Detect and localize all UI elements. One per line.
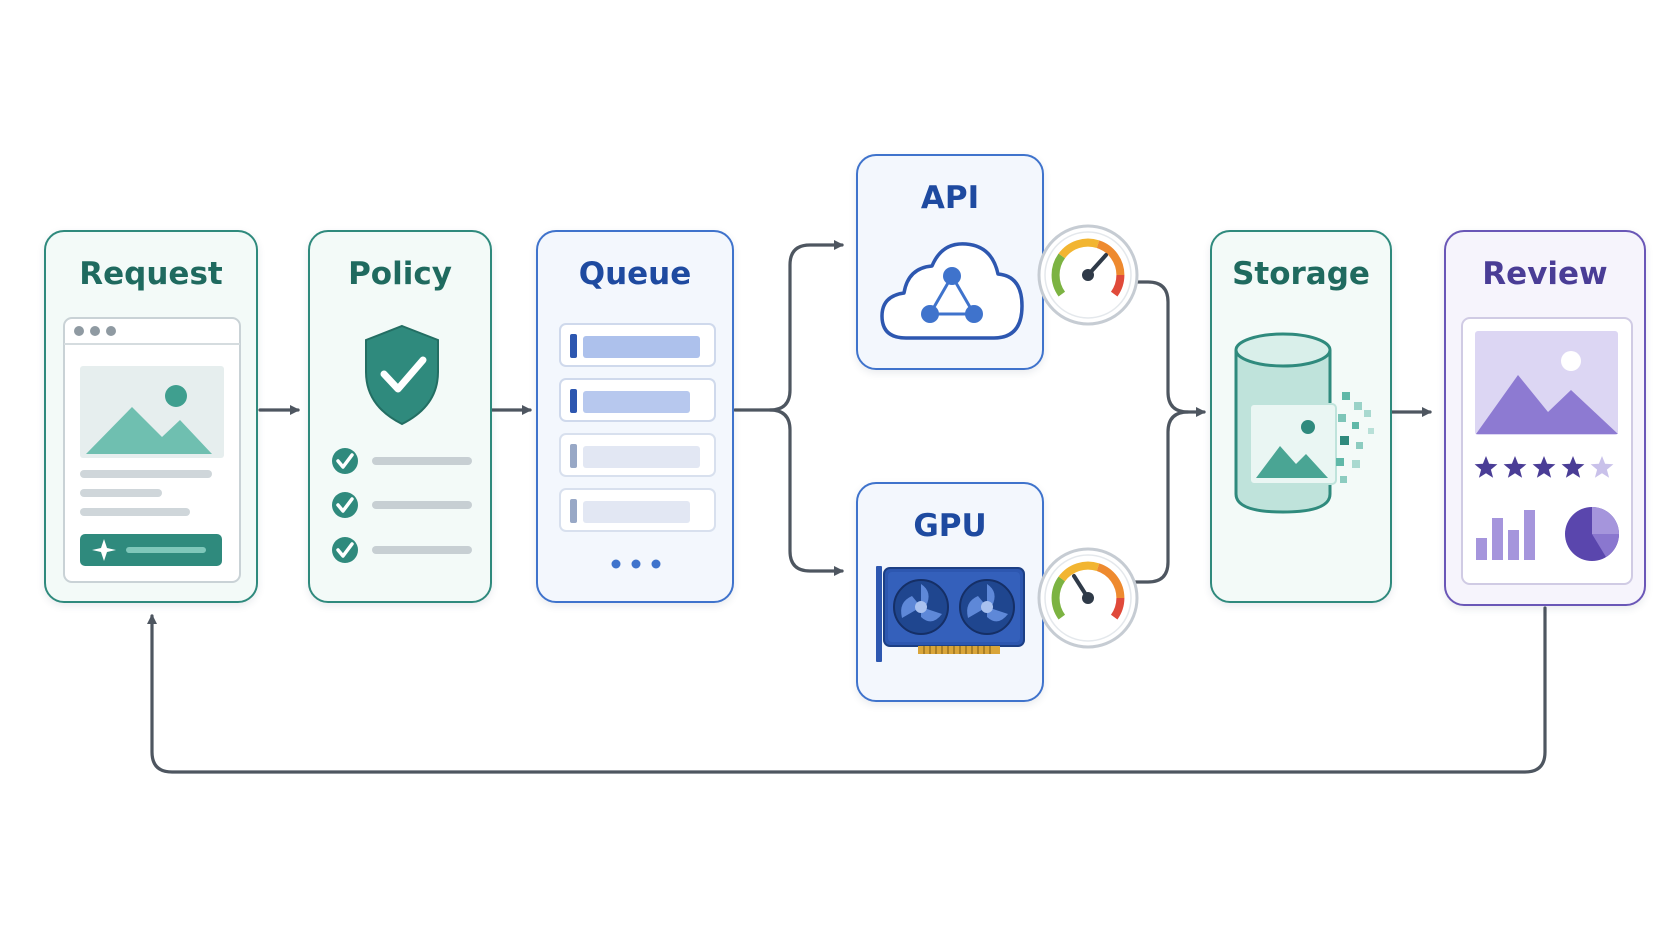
arrow-queue-to-gpu [768, 408, 844, 576]
pie-chart-icon [1565, 507, 1619, 561]
feedback-loop-review-to-request [147, 606, 1547, 774]
stage-title-request: Request [79, 256, 223, 292]
rating-stars [1474, 456, 1614, 478]
pixel-dissolve [1336, 392, 1374, 483]
queue-list-icon [559, 323, 716, 569]
graphics-card-icon [876, 566, 1025, 662]
stage-gpu: GPU [856, 482, 1044, 702]
stage-title-queue: Queue [578, 256, 692, 292]
stage-request: Request [44, 230, 258, 603]
database-icon [1234, 332, 1374, 514]
star-filled-icon [1532, 456, 1556, 478]
arrow-api-to-storage [1131, 280, 1206, 417]
star-filled-icon [1561, 456, 1585, 478]
star-empty-icon [1590, 456, 1614, 478]
stage-policy: Policy [308, 230, 492, 603]
arrow-queue-to-api [733, 240, 844, 412]
policy-checklist [332, 448, 472, 563]
star-filled-icon [1503, 456, 1527, 478]
stage-title-gpu: GPU [913, 508, 987, 544]
review-dashboard-icon [1461, 317, 1633, 585]
stage-title-api: API [920, 180, 980, 216]
stage-queue: Queue [536, 230, 734, 603]
arrow-gpu-to-storage [1131, 410, 1190, 584]
stage-title-policy: Policy [348, 256, 452, 292]
cloud-network-icon [880, 242, 1024, 340]
browser-window-icon [63, 317, 241, 583]
star-filled-icon [1474, 456, 1498, 478]
stage-review: Review [1444, 230, 1646, 606]
bar-chart-icon [1476, 510, 1535, 560]
stage-storage: Storage [1210, 230, 1392, 603]
stage-title-review: Review [1482, 256, 1608, 292]
stage-api: API [856, 154, 1044, 370]
stage-title-storage: Storage [1232, 256, 1370, 292]
shield-check-icon [332, 324, 472, 563]
